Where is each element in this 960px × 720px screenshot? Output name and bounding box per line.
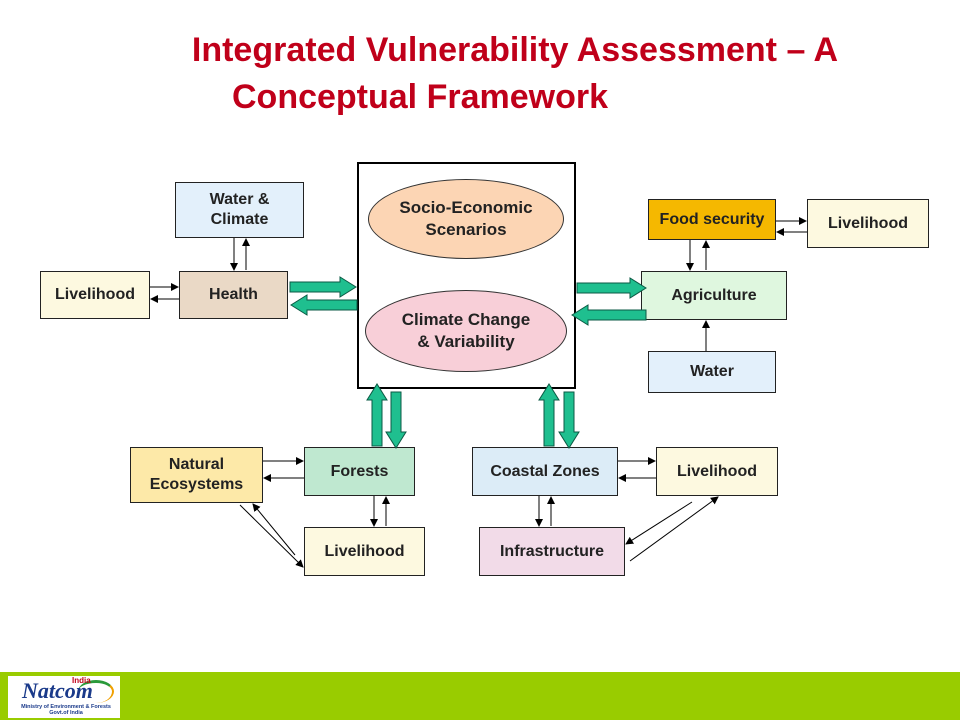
- big-arrow-center-to-forests: [385, 391, 407, 449]
- big-arrow-health-to-center: [289, 276, 357, 298]
- water-climate-line-1: Water &: [209, 191, 270, 208]
- big-arrow-center-to-agriculture: [576, 277, 647, 299]
- big-arrow-forests-to-center: [366, 383, 388, 447]
- socio-line-2: Scenarios: [425, 220, 507, 239]
- big-arrow-coastal-to-center: [538, 383, 560, 447]
- arrow-livelihood-to-natural: [252, 503, 296, 556]
- infrastructure-box: Infrastructure: [479, 527, 625, 576]
- logo-govt-text: Govt.of India: [49, 710, 83, 716]
- socio-line-1: Socio-Economic: [399, 198, 533, 217]
- climate-line-1: Climate Change: [401, 310, 531, 329]
- livelihood-forests-box: Livelihood: [304, 527, 425, 576]
- logo-india: India: [72, 676, 91, 685]
- arrow-natural-to-livelihood: [239, 504, 304, 568]
- livelihood-coastal-box: Livelihood: [656, 447, 778, 496]
- big-arrow-center-to-coastal: [558, 391, 580, 449]
- logo-ministry-text: Ministry of Environment & Forests: [21, 704, 111, 710]
- title-line-2: Conceptual Framework: [232, 78, 608, 116]
- logo-swoosh-icon: [78, 680, 114, 703]
- health-box: Health: [179, 271, 288, 319]
- agriculture-box: Agriculture: [641, 271, 787, 320]
- forests-box: Forests: [304, 447, 415, 496]
- arrow-infrastructure-to-livelihood: [629, 496, 719, 562]
- arrow-livelihood-to-infrastructure: [625, 501, 693, 545]
- big-arrow-center-to-health: [290, 294, 358, 316]
- livelihood-food-box: Livelihood: [807, 199, 929, 248]
- natural-line-2: Ecosystems: [149, 476, 244, 493]
- big-arrow-agriculture-to-center: [571, 304, 647, 326]
- footer-bar: [0, 672, 960, 720]
- natural-line-1: Natural: [168, 456, 225, 473]
- water-climate-box: Water & Climate: [175, 182, 304, 238]
- climate-change-ellipse: Climate Change & Variability: [365, 290, 567, 372]
- logo-name: Natcom: [22, 678, 93, 703]
- food-security-box: Food security: [648, 199, 776, 240]
- coastal-zones-box: Coastal Zones: [472, 447, 618, 496]
- livelihood-health-box: Livelihood: [40, 271, 150, 319]
- title-line-1: Integrated Vulnerability Assessment – A: [191, 31, 839, 69]
- water-box: Water: [648, 351, 776, 393]
- climate-line-2: & Variability: [417, 332, 515, 351]
- water-climate-line-2: Climate: [210, 211, 269, 228]
- natcom-logo: Natcom India Ministry of Environment & F…: [8, 676, 120, 718]
